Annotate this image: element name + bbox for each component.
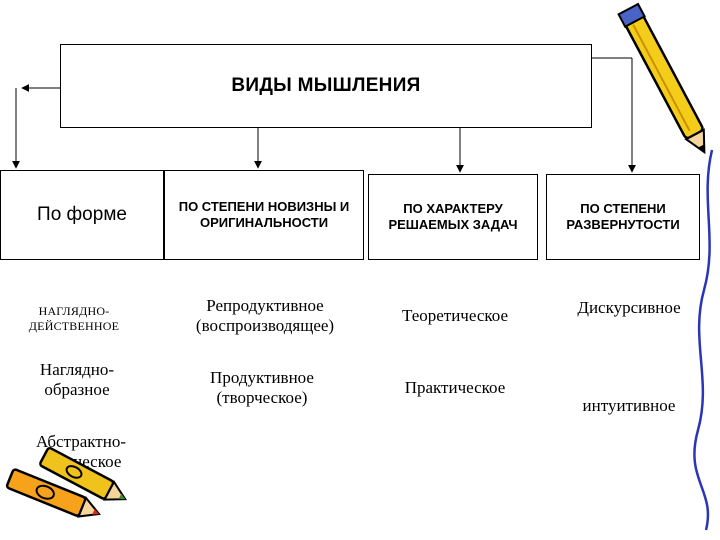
diagram-title: ВИДЫ МЫШЛЕНИЯ	[60, 44, 592, 128]
item-practical: Практическое	[404, 378, 506, 397]
item-productive: Продуктивное (творческое)	[210, 368, 314, 407]
item-visual-figurative: Наглядно-образное	[39, 360, 115, 399]
item-theoretical: Теоретическое	[401, 306, 509, 325]
item-abstract-logical: Абстрактно-логическое	[35, 432, 126, 471]
header-by-novelty: ПО СТЕПЕНИ НОВИЗНЫ И ОРИГИНАЛЬНОСТИ	[164, 170, 364, 260]
item-visual-action: НАГЛЯДНО-ДЕЙСТВЕННОЕ	[28, 304, 120, 333]
header-by-form: По форме	[0, 170, 164, 260]
header-by-task-type: ПО ХАРАКТЕРУ РЕШАЕМЫХ ЗАДАЧ	[368, 174, 538, 260]
item-discursive: Дискурсивное	[577, 298, 681, 317]
item-intuitive: интуитивное	[582, 396, 676, 415]
item-reproductive: Репродуктивное (воспроизводящее)	[195, 296, 335, 335]
header-by-unfolding: ПО СТЕПЕНИ РАЗВЕРНУТОСТИ	[546, 174, 700, 260]
